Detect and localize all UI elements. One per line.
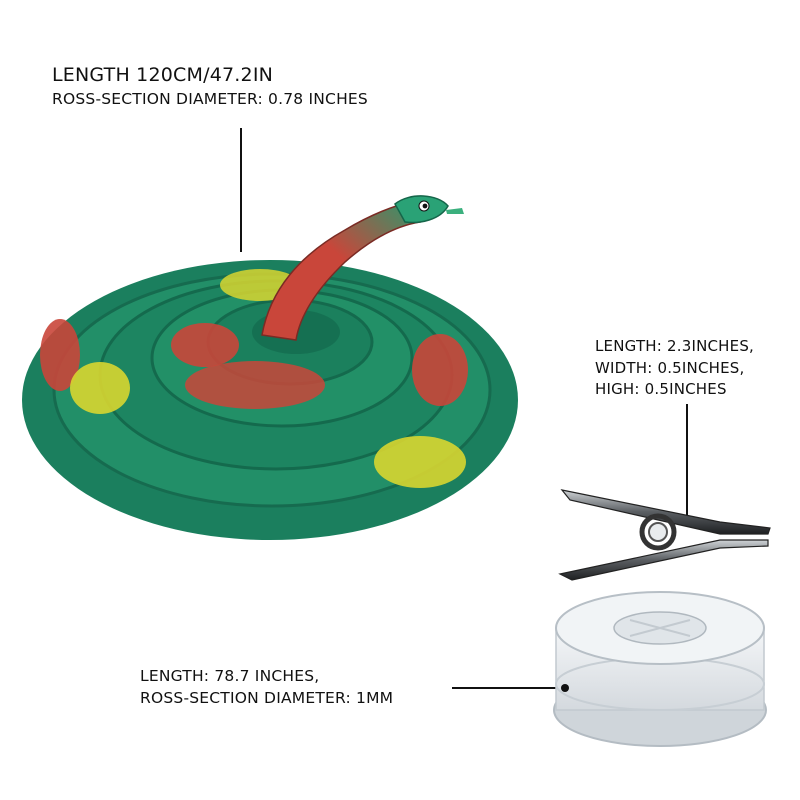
line-diameter-label: ROSS-SECTION DIAMETER: 1MM	[140, 689, 394, 707]
line-leader-line	[452, 687, 564, 689]
snake-yellow-band	[70, 362, 130, 414]
clip-lower-arm	[558, 539, 769, 581]
clip-spring	[639, 513, 677, 551]
clip-length-label: LENGTH: 2.3INCHES,	[595, 337, 755, 355]
line-length-label: LENGTH: 78.7 INCHES,	[140, 667, 320, 685]
clip-upper-arm	[560, 489, 771, 535]
rubber-snake	[22, 195, 518, 540]
snake-red-band	[412, 334, 468, 406]
snake-length-label: LENGTH 120CM/47.2IN	[52, 64, 274, 86]
fishing-line-spool	[553, 591, 767, 747]
snake-red-band	[40, 319, 80, 391]
snake-snout	[446, 208, 464, 214]
clip-spring-center	[648, 522, 668, 542]
metal-clip	[558, 489, 771, 581]
snake-pupil	[422, 203, 428, 209]
spool-leader-dot	[561, 684, 569, 692]
snake-leader-line	[240, 128, 242, 252]
snake-red-band	[171, 323, 239, 367]
clip-high-label: HIGH: 0.5INCHES	[595, 380, 727, 398]
snake-diameter-label: ROSS-SECTION DIAMETER: 0.78 INCHES	[52, 90, 368, 108]
clip-leader-line	[686, 404, 688, 516]
snake-red-band	[185, 361, 325, 409]
snake-yellow-band	[374, 436, 466, 488]
clip-width-label: WIDTH: 0.5INCHES,	[595, 359, 745, 377]
